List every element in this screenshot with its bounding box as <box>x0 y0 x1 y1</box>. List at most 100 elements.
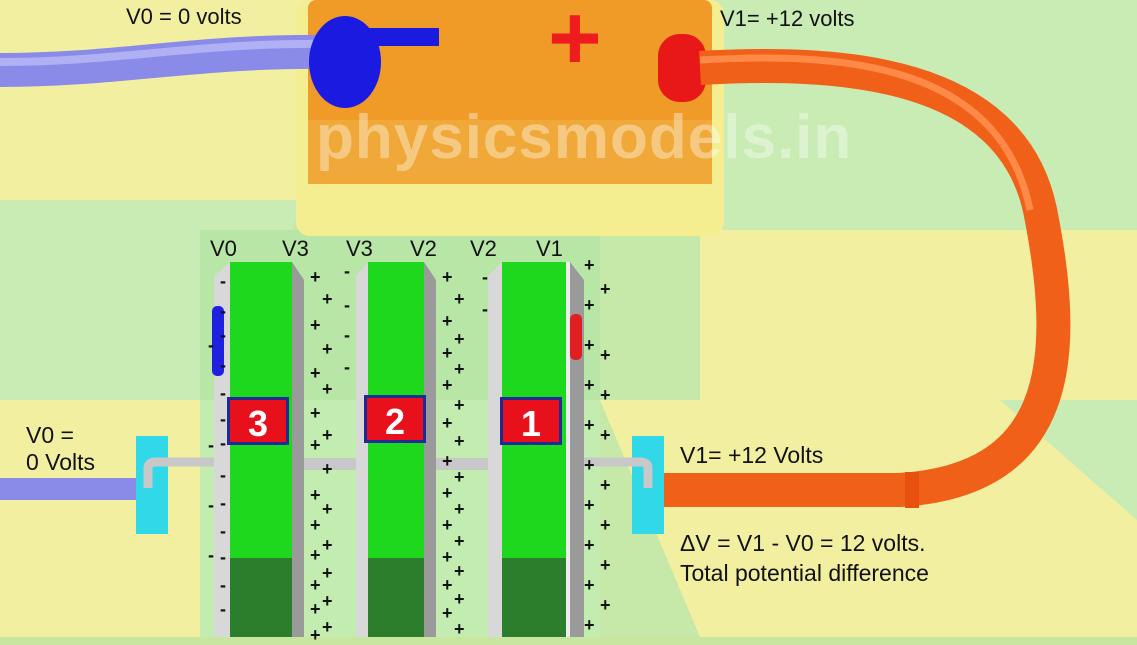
positive-charge-sign: + <box>442 311 453 331</box>
positive-charge-sign: + <box>454 499 465 519</box>
positive-charge-sign: + <box>600 555 611 575</box>
positive-charge-sign: + <box>442 515 453 535</box>
capacitor-number-2: 2 <box>364 395 426 443</box>
negative-charge-sign: - <box>220 271 226 291</box>
negative-charge-sign: - <box>482 299 488 319</box>
positive-charge-sign: + <box>584 335 595 355</box>
watermark: physicsmodels.in <box>316 103 853 172</box>
positive-charge-sign: + <box>442 451 453 471</box>
positive-charge-sign: + <box>600 425 611 445</box>
negative-charge-sign: - <box>220 383 226 403</box>
positive-charge-sign: + <box>322 379 333 399</box>
positive-charge-sign: + <box>322 499 333 519</box>
floor-tile <box>700 230 1137 400</box>
plate-label-v3-left: V3 <box>282 236 309 261</box>
battery-plus-symbol: + <box>548 0 602 89</box>
plate-label-v0: V0 <box>210 236 237 261</box>
positive-charge-sign: + <box>454 395 465 415</box>
positive-charge-sign: + <box>310 267 321 287</box>
positive-charge-sign: + <box>454 431 465 451</box>
positive-charge-sign: + <box>322 339 333 359</box>
negative-charge-sign: - <box>220 325 226 345</box>
positive-charge-sign: + <box>454 561 465 581</box>
floor-tile <box>0 0 330 200</box>
positive-charge-sign: + <box>454 531 465 551</box>
positive-charge-sign: + <box>584 375 595 395</box>
positive-terminal-label: V1= +12 volts <box>720 6 855 31</box>
positive-charge-sign: + <box>310 403 321 423</box>
positive-charge-sign: + <box>454 359 465 379</box>
positive-charge-sign: + <box>322 459 333 479</box>
negative-charge-sign: - <box>208 435 214 455</box>
connecting-rod <box>436 458 500 470</box>
positive-charge-sign: + <box>322 563 333 583</box>
plate-label-v2-right: V2 <box>470 236 497 261</box>
negative-charge-sign: - <box>344 357 350 377</box>
positive-charge-sign: + <box>310 575 321 595</box>
negative-charge-sign: - <box>220 409 226 429</box>
positive-charge-sign: + <box>584 415 595 435</box>
positive-charge-sign: + <box>454 589 465 609</box>
left-terminal-label: V0 = 0 Volts <box>26 422 96 475</box>
positive-charge-sign: + <box>310 363 321 383</box>
positive-charge-sign: + <box>322 591 333 611</box>
right-terminal-label: V1= +12 Volts <box>680 442 824 468</box>
positive-charge-sign: + <box>322 289 333 309</box>
positive-charge-sign: + <box>310 545 321 565</box>
positive-charge-sign: + <box>310 599 321 619</box>
positive-terminal-cap <box>658 34 706 102</box>
negative-charge-sign: - <box>220 493 226 513</box>
potential-difference-caption: Total potential difference <box>680 560 929 586</box>
potential-difference-equation: ΔV = V1 - V0 = 12 volts. <box>680 530 926 556</box>
positive-charge-sign: + <box>442 603 453 623</box>
negative-charge-sign: - <box>220 599 226 619</box>
positive-charge-sign: + <box>600 385 611 405</box>
capacitor-number-3: 3 <box>227 397 289 445</box>
capacitor-2 <box>356 262 436 637</box>
positive-charge-sign: + <box>442 343 453 363</box>
negative-charge-sign: - <box>344 295 350 315</box>
positive-charge-sign: + <box>600 595 611 615</box>
positive-charge-sign: + <box>584 535 595 555</box>
negative-charge-sign: - <box>220 433 226 453</box>
positive-charge-sign: + <box>442 375 453 395</box>
positive-charge-sign: + <box>584 615 595 635</box>
positive-charge-sign: + <box>584 495 595 515</box>
plate-label-v2-left: V2 <box>410 236 437 261</box>
positive-charge-sign: + <box>442 413 453 433</box>
positive-charge-sign: + <box>600 345 611 365</box>
positive-charge-sign: + <box>454 289 465 309</box>
positive-charge-sign: + <box>584 255 595 275</box>
positive-charge-sign: + <box>322 617 333 637</box>
positive-charge-sign: + <box>310 625 321 645</box>
negative-charge-sign: - <box>220 575 226 595</box>
positive-charge-sign: + <box>310 515 321 535</box>
positive-charge-sign: + <box>442 547 453 567</box>
positive-charge-sign: + <box>584 575 595 595</box>
positive-charge-sign: + <box>600 475 611 495</box>
positive-charge-sign: + <box>310 435 321 455</box>
negative-terminal-label: V0 = 0 volts <box>126 4 242 29</box>
negative-charge-sign: - <box>482 267 488 287</box>
positive-charge-sign: + <box>442 483 453 503</box>
positive-charge-sign: + <box>454 329 465 349</box>
negative-charge-sign: - <box>220 547 226 567</box>
positive-charge-sign: + <box>600 279 611 299</box>
negative-charge-sign: - <box>344 325 350 345</box>
negative-wire <box>0 34 331 87</box>
negative-charge-sign: - <box>208 495 214 515</box>
positive-charge-sign: + <box>442 575 453 595</box>
positive-charge-sign: + <box>442 267 453 287</box>
negative-charge-sign: - <box>344 261 350 281</box>
positive-charge-sign: + <box>454 467 465 487</box>
positive-charge-sign: + <box>584 455 595 475</box>
capacitor-number-1: 1 <box>500 397 562 445</box>
negative-charge-sign: - <box>220 521 226 541</box>
connecting-rod <box>296 458 368 470</box>
negative-charge-sign: - <box>208 335 214 355</box>
plate-label-v3-right: V3 <box>346 236 373 261</box>
positive-charge-sign: + <box>310 485 321 505</box>
left-lead-wire <box>0 478 150 500</box>
negative-charge-sign: - <box>220 465 226 485</box>
negative-charge-sign: - <box>208 545 214 565</box>
